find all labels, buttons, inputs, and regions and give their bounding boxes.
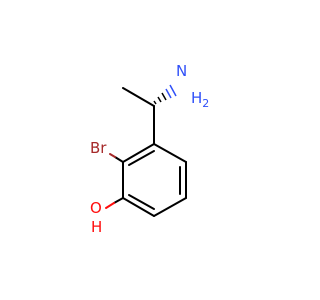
bond-ring-c1-c2 bbox=[153, 143, 187, 163]
hash-4 bbox=[165, 88, 172, 99]
bond-ring-c4-c5 bbox=[122, 197, 155, 217]
hashed-wedge-bond bbox=[153, 84, 177, 105]
molecule-canvas: N H2 Br O H bbox=[90, 62, 210, 236]
bond-ring-c6-c1 bbox=[122, 143, 155, 163]
hash-1 bbox=[153, 100, 157, 105]
bond-c-o-oxygen-half bbox=[105, 202, 115, 209]
bond-c-br-bromine-half bbox=[109, 153, 116, 158]
amine-hydrogen-subscript: 2 bbox=[202, 97, 209, 110]
bond-ring-double-c4-c5 bbox=[128, 194, 155, 210]
bond-ring-c3-c4 bbox=[153, 197, 187, 217]
hash-3 bbox=[161, 92, 167, 101]
atom-label-bromine: Br bbox=[90, 139, 107, 157]
atom-label-amine-hydrogen: H2 bbox=[191, 89, 209, 110]
molecule-structure: N H2 Br O H bbox=[90, 62, 209, 236]
bond-c-o-carbon-half bbox=[113, 197, 124, 204]
amine-hydrogen-symbol: H bbox=[191, 89, 202, 107]
bond-ring-double-c6-c1 bbox=[128, 150, 155, 166]
atom-label-nitrogen: N bbox=[176, 62, 187, 80]
atom-label-oxygen: O bbox=[90, 199, 102, 217]
bonds bbox=[122, 87, 187, 217]
bond-c-br-carbon-half bbox=[114, 156, 124, 163]
bond-methyl-chiral bbox=[122, 87, 155, 107]
hash-2 bbox=[157, 96, 162, 103]
hash-5 bbox=[169, 84, 177, 97]
atom-label-hydroxyl-hydrogen: H bbox=[91, 218, 102, 236]
hetero-bonds bbox=[105, 153, 124, 209]
